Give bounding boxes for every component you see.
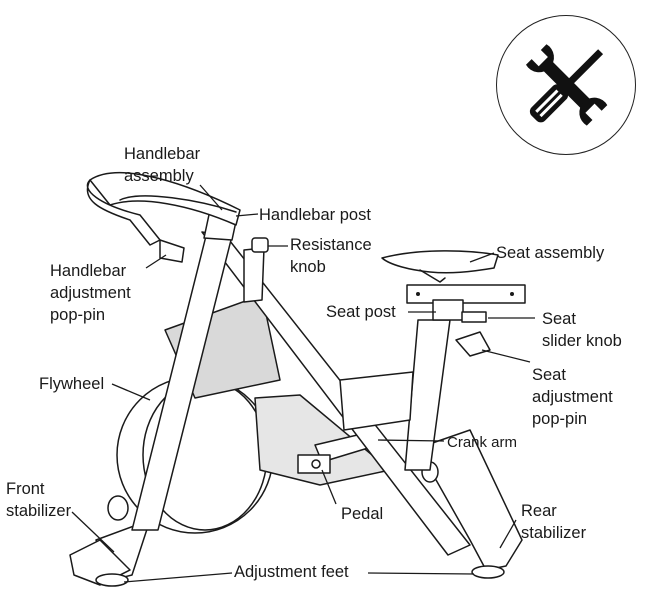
- label-seat-adjustment-pop-pin: Seat adjustment pop-pin: [532, 366, 613, 428]
- tools-badge: [496, 15, 636, 155]
- wrench-screwdriver-icon: [525, 44, 608, 126]
- label-seat-slider-knob: Seat slider knob: [542, 310, 622, 350]
- label-handlebar-post: Handlebar post: [259, 206, 371, 224]
- label-handlebar-adjustment-pop-pin: Handlebar adjustment pop-pin: [50, 262, 131, 324]
- label-handlebar-assembly: Handlebar assembly: [124, 145, 201, 185]
- label-pedal: Pedal: [341, 505, 384, 523]
- label-adjustment-feet: Adjustment feet: [234, 563, 349, 581]
- label-crank-arm: Crank arm: [447, 434, 518, 451]
- label-front-stabilizer: Front stabilizer: [6, 480, 72, 520]
- label-rear-stabilizer: Rear stabilizer: [521, 502, 587, 542]
- label-flywheel: Flywheel: [39, 375, 105, 393]
- label-resistance-knob: Resistance knob: [290, 236, 372, 276]
- label-seat-post: Seat post: [326, 303, 396, 321]
- label-seat-assembly: Seat assembly: [496, 244, 605, 262]
